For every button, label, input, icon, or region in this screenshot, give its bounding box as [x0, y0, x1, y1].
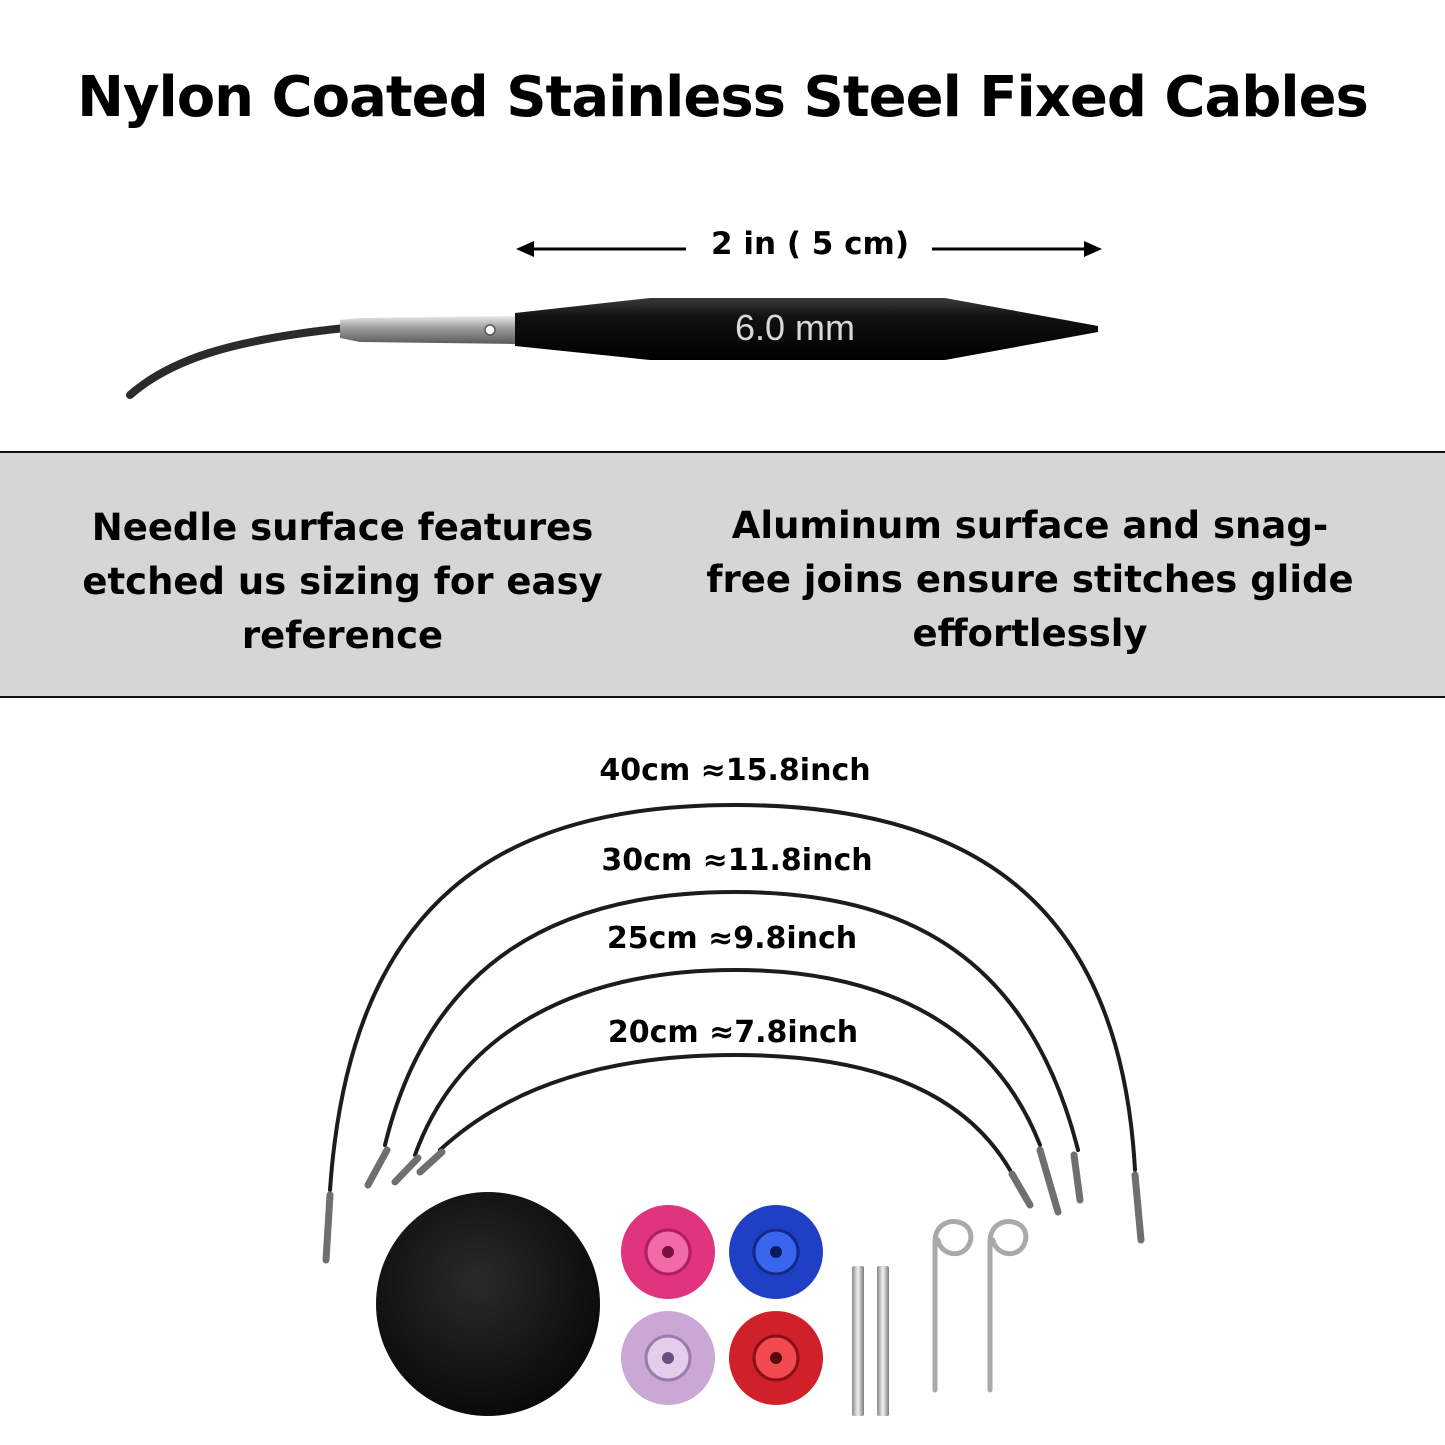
needle-tip-illustration: 6.0 mm: [126, 298, 1098, 399]
connector-rod-2: [877, 1266, 889, 1416]
cable-25cm: [413, 967, 1042, 1157]
cable-20cm: [438, 1052, 1012, 1172]
page-title: Nylon Coated Stainless Steel Fixed Cable…: [77, 65, 1369, 130]
cable-label-30cm: 30cm ≈11.8inch: [601, 843, 873, 878]
needle-tip-body: [515, 298, 1098, 360]
connector-rod-1: [852, 1266, 864, 1416]
cable-30cm: [383, 889, 1080, 1152]
cable-40cm: [328, 802, 1137, 1192]
accessories-illustration: [376, 1192, 1029, 1416]
cable-label-40cm: 40cm ≈15.8inch: [599, 753, 871, 788]
cable-key-1: [932, 1219, 974, 1393]
stopper-red: [729, 1311, 823, 1405]
needle-length-label: 2 in ( 5 cm): [710, 226, 910, 262]
cable-label-25cm: 25cm ≈9.8inch: [606, 921, 858, 956]
cable-label-20cm: 20cm ≈7.8inch: [607, 1015, 859, 1050]
cable-key-2: [987, 1219, 1029, 1393]
stopper-blue: [729, 1205, 823, 1299]
dimension-arrows: [516, 241, 1102, 257]
cable-segment: [126, 324, 349, 399]
needle-size-marking: 6.0 mm: [735, 307, 855, 348]
arrow-right-icon: [1084, 241, 1102, 257]
feature-left-text: Needle surface features etched us sizing…: [82, 506, 603, 657]
feature-right-text: Aluminum surface and snag-free joins ens…: [706, 504, 1354, 655]
feature-band: Needle surface features etched us sizing…: [0, 451, 1445, 698]
arrow-left-icon: [516, 241, 534, 257]
cables-illustration: [322, 802, 1145, 1264]
metal-connector: [340, 316, 515, 344]
stopper-lilac: [621, 1311, 715, 1405]
stopper-pink: [621, 1205, 715, 1299]
grip-pad: [376, 1192, 600, 1416]
